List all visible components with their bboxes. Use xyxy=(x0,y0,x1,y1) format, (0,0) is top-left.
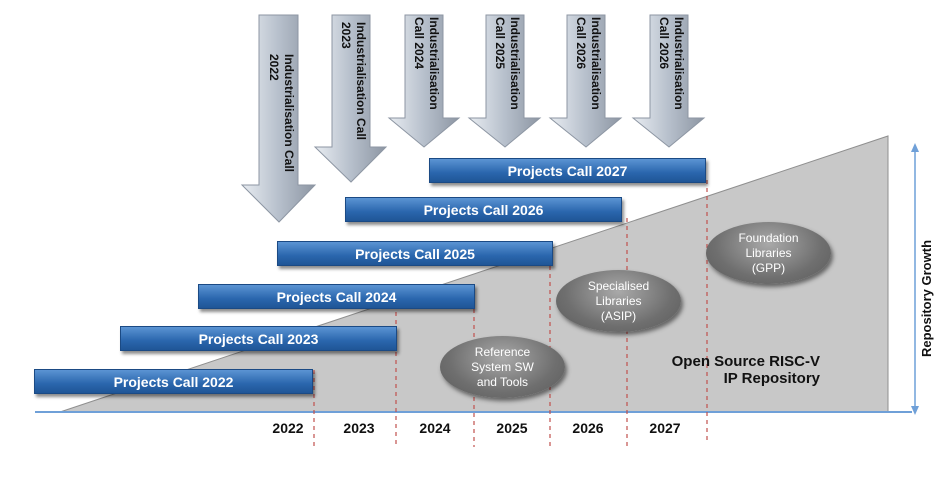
projects-call-2024-bar: Projects Call 2024 xyxy=(198,284,475,309)
industrialisation-arrow-2026b xyxy=(631,14,706,148)
industrialisation-arrow-2024 xyxy=(387,14,461,148)
projects-call-2024-label: Projects Call 2024 xyxy=(276,288,397,305)
industrialisation-call-2022-label: Industrialisation Call 2022 xyxy=(267,54,296,173)
industrialisation-arrow-2026a xyxy=(548,14,623,148)
industrialisation-call-2025-label: Industrialisation Call 2025 xyxy=(493,17,522,110)
projects-call-2025-bar: Projects Call 2025 xyxy=(277,241,553,266)
projects-call-2023-label: Projects Call 2023 xyxy=(198,330,319,347)
year-label-2022: 2022 xyxy=(272,420,304,436)
projects-call-2027-label: Projects Call 2027 xyxy=(507,162,628,179)
projects-call-2023-bar: Projects Call 2023 xyxy=(120,326,397,351)
projects-call-2022-bar: Projects Call 2022 xyxy=(34,369,313,394)
projects-call-2022-label: Projects Call 2022 xyxy=(113,373,234,390)
repository-title-line2: IP Repository xyxy=(723,370,820,387)
industrialisation-call-2024-label: Industrialisation Call 2024 xyxy=(412,17,441,110)
year-label-2026: 2026 xyxy=(572,420,604,436)
industrialisation-arrow-2025 xyxy=(467,14,542,148)
growth-axis-arrowhead-bottom xyxy=(911,406,919,415)
repository-title-line1: Open Source RISC-V xyxy=(671,353,820,370)
specialised-libraries-ellipse: Specialised Libraries (ASIP) xyxy=(556,270,681,332)
foundation-libraries-ellipse: Foundation Libraries (GPP) xyxy=(706,222,831,284)
year-label-2025: 2025 xyxy=(496,420,528,436)
industrialisation-arrow-2023 xyxy=(313,14,388,183)
industrialisation-call-2023-label: Industrialisation Call 2023 xyxy=(339,22,368,141)
projects-call-2025-label: Projects Call 2025 xyxy=(355,245,475,262)
year-label-2023: 2023 xyxy=(343,420,375,436)
projects-call-2027-bar: Projects Call 2027 xyxy=(429,158,706,183)
growth-axis-arrowhead-top xyxy=(911,143,919,152)
projects-call-2026-bar: Projects Call 2026 xyxy=(345,197,622,222)
industrialisation-call-2026-label: Industrialisation Call 2026 xyxy=(574,17,603,110)
industrialisation-arrow-2022 xyxy=(240,14,317,223)
projects-call-2026-label: Projects Call 2026 xyxy=(423,201,544,218)
repository-title: Open Source RISC-V IP Repository xyxy=(620,353,820,387)
reference-system-sw-ellipse: Reference System SW and Tools xyxy=(440,336,565,398)
industrialisation-call-2026-second-label: Industrialisation Call 2026 xyxy=(657,17,686,110)
repository-growth-label: Repository Growth xyxy=(919,239,934,357)
year-label-2027: 2027 xyxy=(649,420,681,436)
year-label-2024: 2024 xyxy=(419,420,451,436)
